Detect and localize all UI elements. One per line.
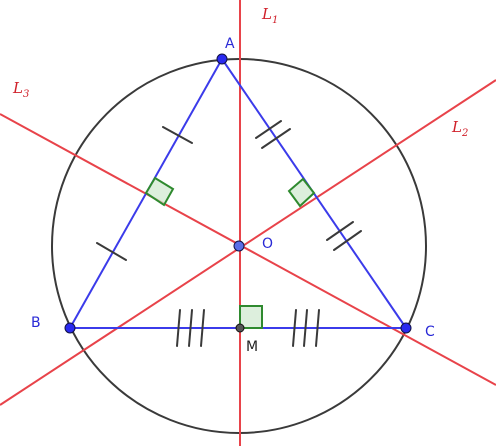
right-angle-marker-m [239, 305, 263, 329]
label-m: M [246, 339, 258, 355]
right-angle-marker-ab [144, 176, 175, 207]
tick-marks-bc [176, 309, 320, 347]
label-a: A [225, 36, 235, 52]
point-b [64, 322, 76, 334]
point-c [400, 322, 412, 334]
label-l1: L1 [261, 5, 278, 26]
line-l3 [0, 113, 496, 386]
label-l2: L2 [451, 118, 468, 139]
line-l2 [0, 79, 496, 406]
label-b: B [31, 315, 41, 331]
point-m [235, 323, 245, 333]
label-c: C [425, 324, 435, 340]
right-angle-marker-ac [287, 177, 316, 208]
label-o: O [262, 236, 273, 252]
point-o [233, 240, 245, 252]
point-a [216, 53, 228, 65]
tick-marks-ab [96, 126, 193, 261]
label-l3: L3 [12, 79, 29, 100]
tick-marks-ac [255, 120, 362, 251]
